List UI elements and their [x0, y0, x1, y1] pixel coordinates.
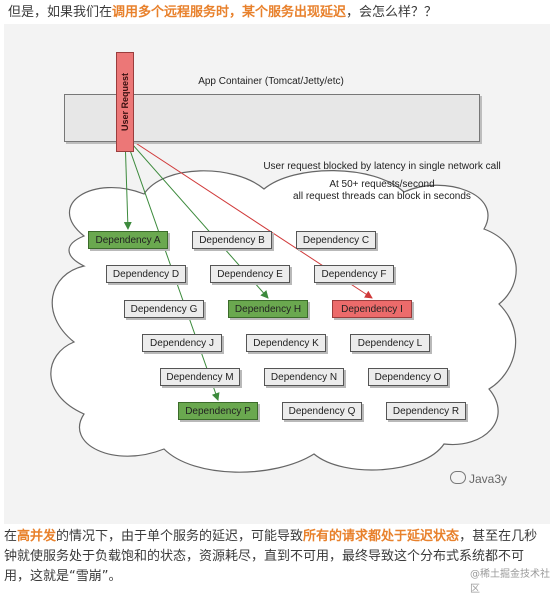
- dependency-box-b: Dependency B: [192, 231, 272, 249]
- dependency-box-a: Dependency A: [88, 231, 168, 249]
- dependency-box-r: Dependency R: [386, 402, 466, 420]
- hystrix-latency-diagram: App Container (Tomcat/Jetty/etc) User Re…: [4, 24, 550, 524]
- user-request-box: User Request: [116, 52, 134, 152]
- outro-text-2: 的情况下，由于单个服务的延迟，可能导致: [56, 529, 304, 544]
- dependency-box-k: Dependency K: [246, 334, 326, 352]
- intro-highlight: 调用多个远程服务时，某个服务出现延迟: [112, 5, 347, 20]
- dependency-box-q: Dependency Q: [282, 402, 362, 420]
- dependency-box-i: Dependency I: [332, 300, 412, 318]
- author-watermark-text: Java3y: [469, 472, 508, 486]
- outro-paragraph: 在高并发的情况下，由于单个服务的延迟，可能导致所有的请求都处于延迟状态，甚至在几…: [4, 527, 548, 587]
- dependency-box-l: Dependency L: [350, 334, 430, 352]
- dependency-box-p: Dependency P: [178, 402, 258, 420]
- intro-suffix: ，会怎么样？？: [346, 5, 438, 20]
- author-watermark: Java3y: [450, 471, 507, 486]
- user-request-label: User Request: [120, 72, 130, 132]
- app-container-label: App Container (Tomcat/Jetty/etc): [198, 76, 344, 87]
- intro-prefix: 但是，如果我们在: [8, 5, 113, 20]
- dependency-box-j: Dependency J: [142, 334, 222, 352]
- dependency-box-h: Dependency H: [228, 300, 308, 318]
- block-note: all request threads can block in seconds: [293, 191, 471, 202]
- dependency-box-o: Dependency O: [368, 368, 448, 386]
- dependency-box-f: Dependency F: [314, 265, 394, 283]
- outro-highlight-2: 所有的请求都处于延迟状态: [303, 529, 460, 544]
- intro-paragraph: 但是，如果我们在调用多个远程服务时，某个服务出现延迟，会怎么样？？: [8, 4, 548, 22]
- site-watermark: @稀土掘金技术社区: [470, 569, 550, 595]
- dependency-box-e: Dependency E: [210, 265, 290, 283]
- outro-text-1: 在: [4, 529, 18, 544]
- outro-highlight-1: 高并发: [17, 529, 57, 544]
- outro-text-3: ，甚至在几秒钟就使服务处于负载饱和的状态，资源耗尽，直到不可用，最终导致这个分布…: [4, 529, 538, 584]
- latency-note: User request blocked by latency in singl…: [263, 161, 501, 172]
- dependency-box-g: Dependency G: [124, 300, 204, 318]
- dependency-box-n: Dependency N: [264, 368, 344, 386]
- dependency-box-d: Dependency D: [106, 265, 186, 283]
- dependency-box-m: Dependency M: [160, 368, 240, 386]
- dependency-box-c: Dependency C: [296, 231, 376, 249]
- wechat-icon: [450, 471, 466, 484]
- rate-note: At 50+ requests/second: [329, 179, 435, 190]
- dependency-cloud: [50, 170, 517, 473]
